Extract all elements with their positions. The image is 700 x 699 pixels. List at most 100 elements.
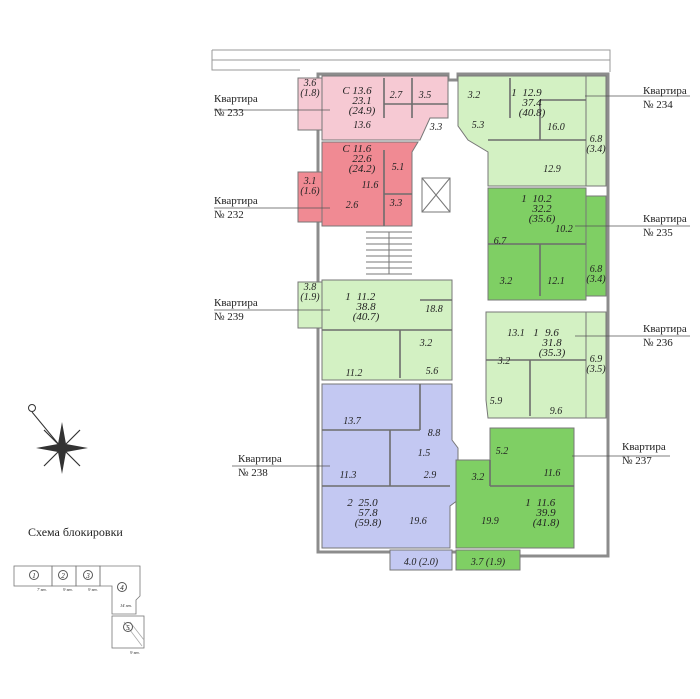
apartment-area: 9.6 (545, 327, 559, 339)
room-area: 12.9 (543, 164, 561, 175)
room-area: 3.2 (471, 472, 485, 483)
room-area: 13.7 (343, 416, 362, 427)
apartment-title: Квартира (214, 195, 258, 207)
apartment-number: № 237 (622, 455, 652, 467)
room-area: 3.2 (467, 90, 481, 101)
apartment-label-235: Квартира № 235 (643, 212, 687, 240)
apartment-area: (35.3) (539, 347, 566, 359)
room-area: 19.6 (409, 516, 427, 527)
interior-walls (322, 78, 586, 487)
apartment-237-shape (455, 427, 575, 571)
rooms-count: С (342, 85, 350, 97)
apartment-label-237: Квартира № 237 (622, 440, 666, 468)
room-area: 3.2 (497, 356, 511, 367)
apartment-area: 11.2 (357, 291, 376, 303)
room-area: 19.9 (481, 516, 499, 527)
apartment-label-233: Квартира № 233 (214, 92, 258, 120)
apartment-number: № 238 (238, 467, 268, 479)
room-area: 3.3 (389, 198, 403, 209)
rooms-count: 1 (533, 327, 539, 339)
room-area: (1.8) (300, 88, 320, 99)
section-number: 5 (126, 624, 130, 632)
apartment-232-shape (297, 141, 419, 227)
balcony-area: 4.0 (2.0) (404, 557, 439, 568)
apartment-area: (59.8) (355, 517, 382, 529)
apartment-area: 22.6 (352, 153, 372, 165)
apartment-234-shape (457, 75, 607, 187)
apartment-area: 23.1 (352, 95, 371, 107)
apartment-number: № 233 (214, 107, 244, 119)
apartment-area: 25.0 (358, 497, 378, 509)
room-area: 3.3 (429, 122, 443, 133)
apartment-label-238: Квартира № 238 (238, 452, 282, 480)
room-area: 2.9 (424, 470, 437, 481)
section-floors: 9 эт. (88, 587, 98, 592)
section-marker (83, 570, 93, 580)
site-outline (211, 49, 611, 72)
apartment-area: 11.6 (353, 143, 372, 155)
apartment-area: (35.6) (529, 213, 556, 225)
apartment-area: 13.6 (352, 85, 372, 97)
stair-treads (366, 231, 412, 275)
apartment-title: Квартира (214, 297, 258, 309)
rooms-count: С (342, 143, 350, 155)
room-area: 12.1 (547, 276, 565, 287)
room-area: 5.6 (426, 366, 439, 377)
room-area: 2.6 (346, 200, 359, 211)
stair-core (366, 177, 451, 275)
apartment-number: № 235 (643, 227, 673, 239)
balcony-area: 3.7 (1.9) (470, 557, 506, 568)
apartment-236-shape (485, 311, 607, 419)
apartment-area: 57.8 (358, 507, 378, 519)
room-area: 18.8 (425, 304, 443, 315)
section-number: 4 (120, 584, 124, 592)
room-area: 5.9 (490, 396, 503, 407)
apartment-233-shape (297, 75, 449, 141)
apartment-number: № 234 (643, 99, 673, 111)
apartment-label-236: Квартира № 236 (643, 322, 687, 350)
room-area: 11.6 (362, 180, 379, 191)
apartment-area: 32.2 (531, 203, 552, 215)
rooms-count: 1 (521, 193, 527, 205)
room-area: 5.2 (496, 446, 509, 457)
room-area: 5.3 (472, 120, 485, 131)
apartment-area: (24.2) (349, 163, 376, 175)
section-floors: 14 эт. (120, 603, 132, 608)
apartment-label-232: Квартира № 232 (214, 194, 258, 222)
room-area: 11.6 (544, 468, 561, 479)
apartment-area: 39.9 (535, 507, 556, 519)
section-marker (29, 570, 39, 580)
section-floors: 9 эт. (130, 650, 140, 655)
apartment-number: № 232 (214, 209, 244, 221)
blocking-scheme-labels: 17 эт.29 эт.39 эт.414 эт.59 эт. (29, 570, 140, 655)
room-area: 8.8 (428, 428, 441, 439)
room-area: 6.8 (590, 134, 603, 145)
section-number: 3 (85, 572, 90, 580)
room-area: 3.6 (303, 78, 317, 89)
room-area: 3.2 (419, 338, 433, 349)
apartment-number: № 239 (214, 311, 244, 323)
room-area: 1.5 (418, 448, 431, 459)
room-area: (3.5) (586, 364, 606, 375)
apartment-title: Квартира (643, 323, 687, 335)
section-marker (117, 582, 127, 592)
room-area: 11.3 (340, 470, 357, 481)
apartment-label-239: Квартира № 239 (214, 296, 258, 324)
apartment-number: № 236 (643, 337, 673, 349)
room-area: 6.8 (590, 264, 603, 275)
apartment-area: (40.8) (519, 107, 546, 119)
section-number: 2 (61, 572, 65, 580)
apartment-title: Квартира (643, 213, 687, 225)
label-leader-lines (214, 95, 690, 467)
apartment-area: (40.7) (353, 311, 380, 323)
room-area: 3.1 (303, 176, 317, 187)
apartment-title: Квартира (622, 441, 666, 453)
apartment-area: (41.8) (533, 517, 560, 529)
room-area: 3.5 (418, 90, 432, 101)
room-area: 10.2 (555, 224, 573, 235)
apartment-area: (24.9) (349, 105, 376, 117)
section-floors: 9 эт. (63, 587, 73, 592)
room-area: 5.1 (392, 162, 405, 173)
